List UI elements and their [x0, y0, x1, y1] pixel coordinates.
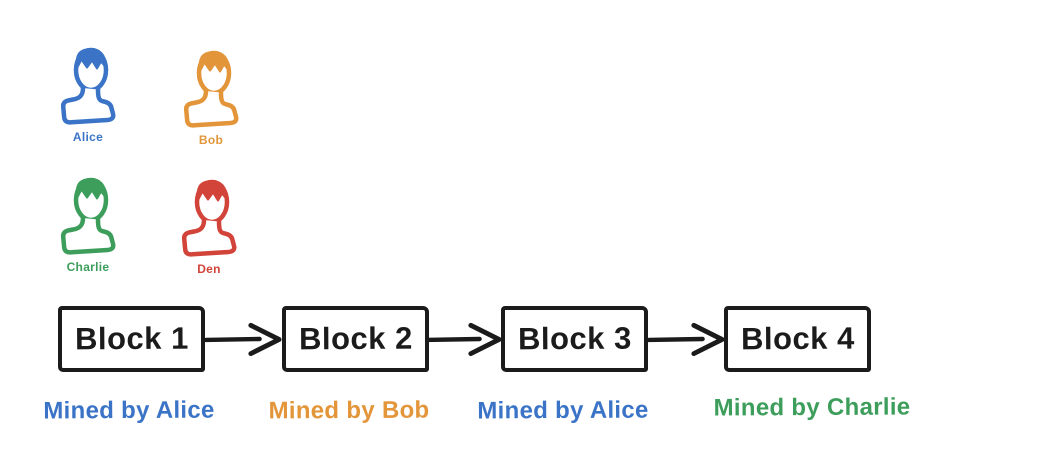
arrow-icon	[425, 321, 503, 357]
miner-alice: Alice	[56, 43, 120, 144]
block-label: Block 4	[740, 320, 855, 357]
block-label: Block 1	[74, 320, 189, 357]
arrow-icon	[648, 321, 726, 357]
miner-charlie: Charlie	[56, 173, 120, 274]
mined-by-label-1: Mined by Alice	[43, 396, 215, 425]
arrow-icon	[205, 321, 283, 357]
person-icon	[60, 173, 116, 257]
block-3: Block 3	[501, 306, 648, 372]
block-1: Block 1	[58, 306, 205, 372]
block-label: Block 3	[517, 320, 632, 357]
person-icon	[181, 175, 237, 259]
block-label: Block 2	[298, 320, 413, 357]
miner-name: Alice	[72, 130, 104, 144]
miner-name: Den	[197, 262, 221, 276]
person-icon	[60, 43, 116, 127]
block-2: Block 2	[282, 306, 429, 372]
miner-name: Bob	[198, 133, 224, 147]
block-4: Block 4	[724, 306, 871, 372]
person-icon	[183, 46, 239, 130]
mined-by-label-2: Mined by Bob	[268, 396, 430, 425]
miner-den: Den	[177, 175, 241, 276]
mined-by-label-4: Mined by Charlie	[713, 393, 911, 422]
miner-name: Charlie	[66, 260, 110, 274]
mined-by-label-3: Mined by Alice	[477, 396, 649, 425]
miner-bob: Bob	[179, 46, 243, 147]
